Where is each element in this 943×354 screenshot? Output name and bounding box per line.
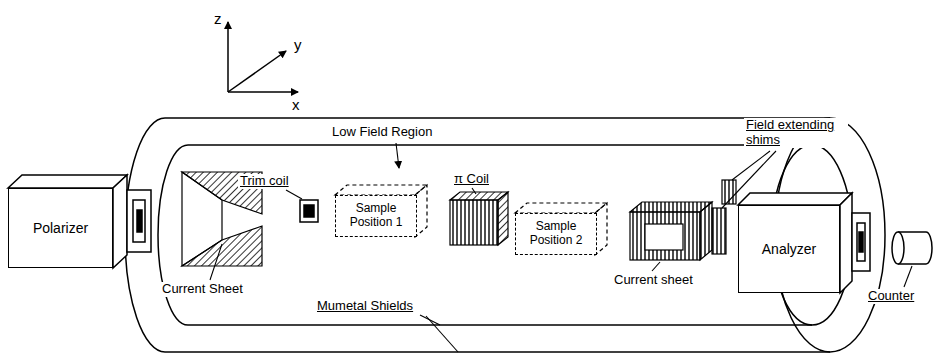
region-label: Low Field Region [330, 125, 434, 140]
axis-label: x [290, 96, 302, 113]
part-label: Mumetal Shields [315, 299, 415, 314]
sample-box-outline [515, 203, 607, 255]
part-label: Field extending shims [744, 118, 848, 148]
pi-coil [450, 192, 508, 245]
part-label: π Coil [452, 172, 491, 187]
box-text: Sample Position 1 [340, 202, 412, 230]
part-label: Current Sheet [160, 282, 245, 297]
part-label: Current sheet [612, 273, 695, 288]
current-sheet [630, 202, 712, 260]
outer-shield [125, 118, 885, 352]
box-text: Sample Position 2 [520, 220, 592, 248]
axis-label: y [292, 36, 304, 53]
sample-box: Sample Position 1 [335, 195, 417, 237]
polarizer-housing [8, 175, 151, 268]
counter-detector [892, 232, 932, 264]
sample-box-outline [335, 185, 427, 237]
analyzer-housing [738, 193, 870, 293]
field-shims [712, 180, 736, 254]
box-text: Polarizer [33, 220, 88, 236]
inner-shield [158, 145, 852, 325]
analyzer-box: Analyzer [738, 205, 840, 293]
sample-box: Sample Position 2 [515, 213, 597, 255]
trim-coil [300, 200, 318, 222]
part-label: Counter [866, 289, 916, 304]
polarizer-box: Polarizer [8, 188, 113, 268]
leader-lines [210, 143, 912, 352]
part-label: Trim coil [238, 174, 291, 189]
axis-label: z [212, 10, 224, 27]
box-text: Analyzer [762, 241, 816, 257]
axis-triad [228, 22, 298, 92]
